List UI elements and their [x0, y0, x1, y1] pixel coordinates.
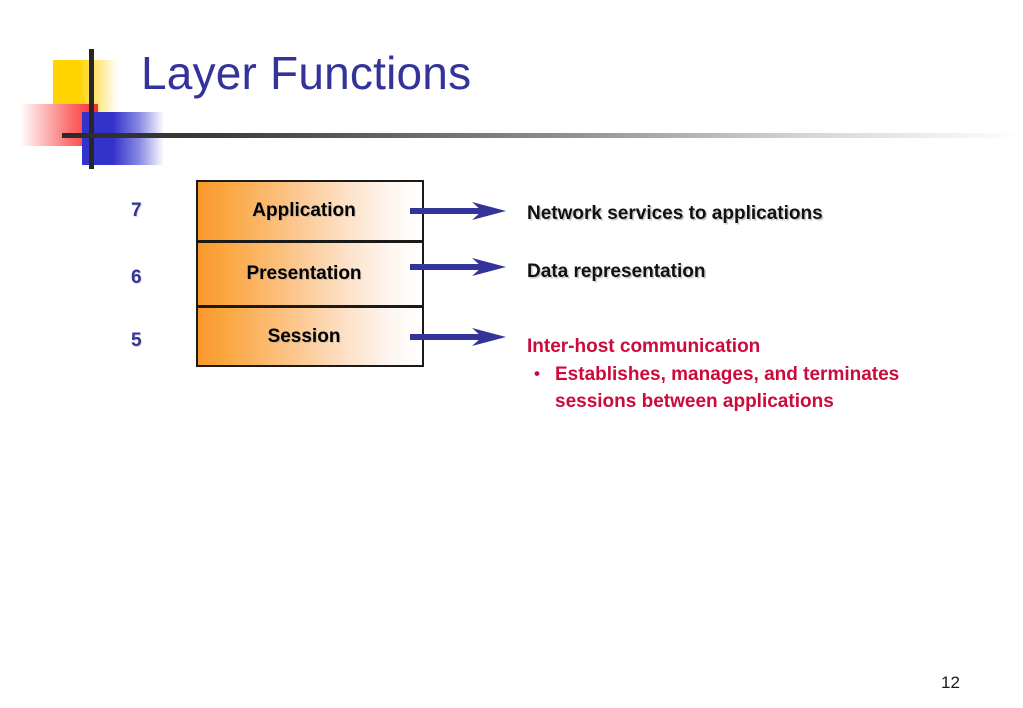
layer-label-application: Application: [252, 200, 356, 221]
description-presentation: Data representation: [527, 261, 706, 282]
ornament-red-square: [20, 104, 98, 146]
layer-label-presentation: Presentation: [246, 263, 362, 284]
right-arrow-icon-presentation: [410, 258, 506, 276]
ornament-blue-square: [82, 112, 164, 165]
bullet-dot-icon: •: [534, 363, 540, 383]
layer-row-session[interactable]: Session: [198, 308, 422, 365]
ornament-vertical-bar: [89, 49, 94, 169]
session-heading: Inter-host communication: [527, 336, 761, 357]
layer-row-presentation[interactable]: Presentation: [198, 243, 422, 308]
layer-number-7: 7: [131, 200, 142, 221]
description-session: Inter-host communication • Establishes, …: [527, 334, 997, 416]
page-title: Layer Functions: [141, 47, 472, 99]
title-underline-rule: [62, 133, 1020, 138]
page-number: 12: [941, 673, 960, 692]
layer-number-6: 6: [131, 267, 142, 288]
layer-number-5: 5: [131, 330, 142, 351]
layer-label-session: Session: [267, 325, 341, 347]
session-bullet-item: • Establishes, manages, and terminates s…: [527, 362, 997, 416]
ornament-yellow-square: [53, 60, 118, 112]
session-bullet-text: Establishes, manages, and terminates ses…: [555, 363, 900, 412]
right-arrow-icon-application: [410, 202, 506, 220]
osi-layer-stack: Application Presentation Session: [196, 180, 424, 367]
description-application: Network services to applications: [527, 203, 823, 224]
layer-row-application[interactable]: Application: [198, 182, 422, 243]
right-arrow-icon-session: [410, 328, 506, 346]
